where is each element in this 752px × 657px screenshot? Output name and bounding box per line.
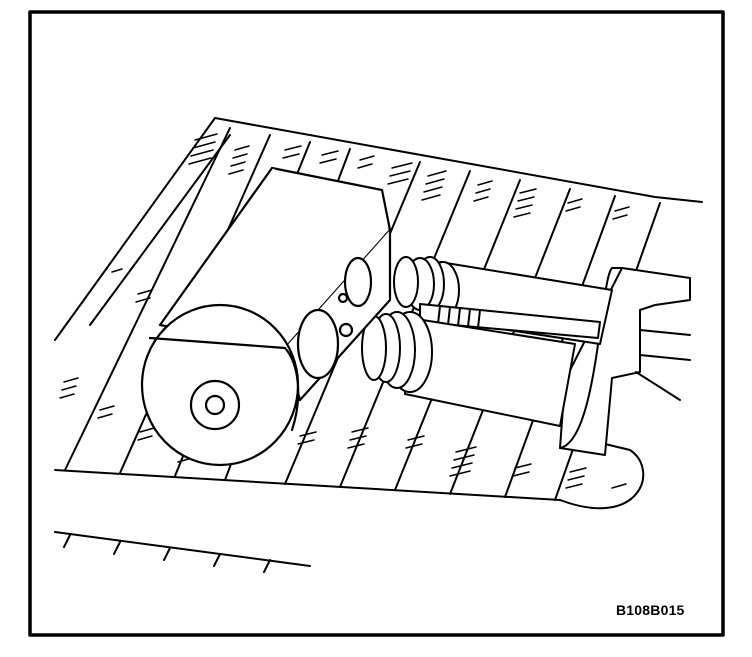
figure-frame [28, 10, 725, 637]
figure-id-label: B108B015 [616, 602, 685, 618]
line-block-fitting [559, 267, 691, 456]
fin-texture [59, 133, 630, 489]
expansion-valve [140, 166, 392, 467]
valve-port-lower [296, 308, 340, 380]
valve-port-upper [343, 256, 373, 308]
lower-refrigerant-line [361, 311, 576, 427]
adjustment-screw-icon [204, 394, 226, 416]
lower-fin-row [54, 531, 311, 573]
